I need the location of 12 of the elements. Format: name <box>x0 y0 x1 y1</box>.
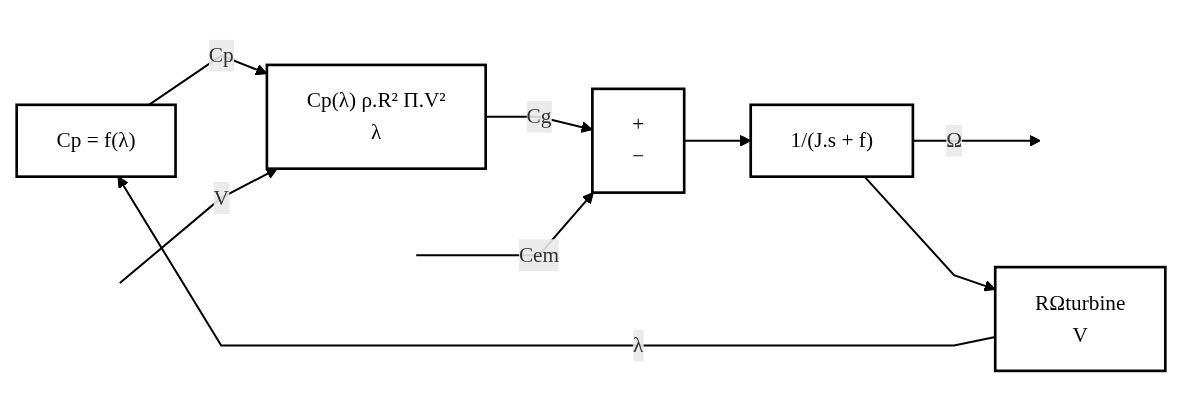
node-box: 1/(J.s + f) <box>749 103 915 179</box>
edge-label: Cp <box>208 43 234 67</box>
edge-label: λ <box>633 333 644 357</box>
node-box: Cp(λ) ρ.R² Π.V² λ <box>265 63 487 171</box>
edge-label: Cg <box>526 105 552 128</box>
arrow <box>118 168 278 285</box>
edge-label: Cem <box>518 243 560 267</box>
node-box: RΩturbine V <box>993 266 1167 373</box>
node-box: + − <box>591 87 686 195</box>
edge-label: Ω <box>946 129 962 152</box>
edge-label: V <box>213 186 229 209</box>
node-box: Cp = f(λ) <box>15 103 177 179</box>
